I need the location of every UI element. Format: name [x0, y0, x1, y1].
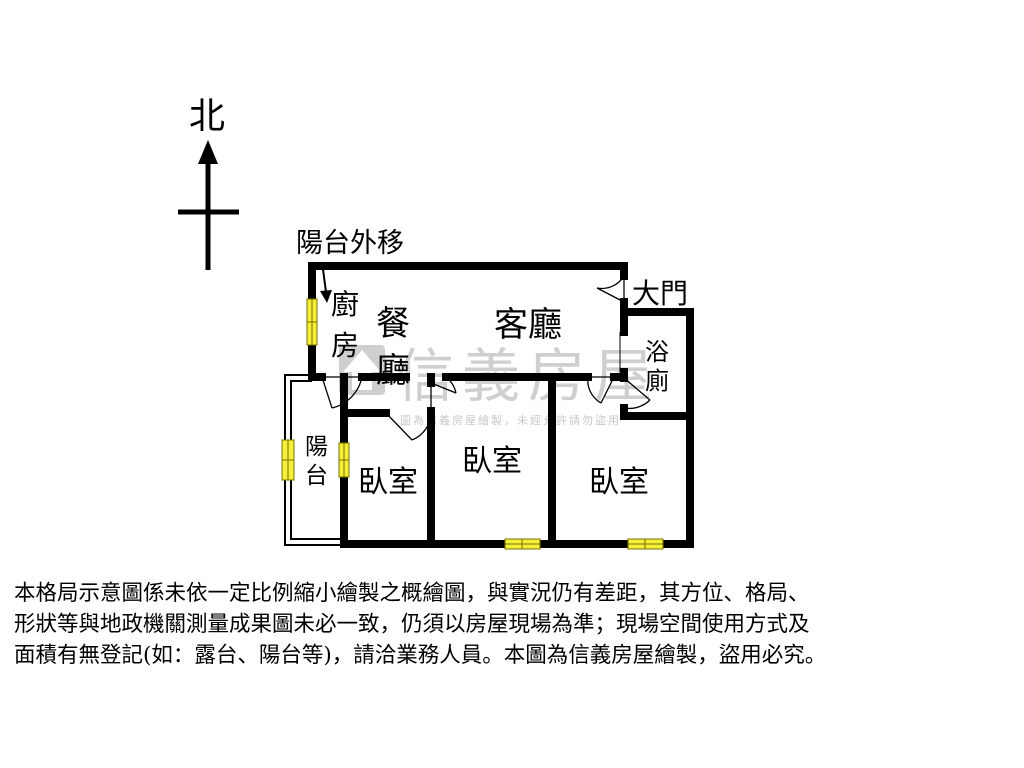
- dining-label-2: 廳: [376, 351, 410, 391]
- window-kitchen-icon: [306, 298, 318, 346]
- doors: [321, 275, 651, 441]
- window-bedroom3-south-icon: [627, 538, 664, 550]
- bathroom-label-1: 浴: [645, 338, 669, 366]
- kitchen-label-2: 房: [331, 329, 359, 362]
- room-labels: 大門 廚 房 餐 廳 客廳 浴 廁 陽 台 臥室 臥室 臥室: [305, 277, 688, 500]
- balcony-moved-label: 陽台外移: [296, 228, 404, 259]
- window-balcony-icon: [281, 439, 295, 481]
- north-label: 北: [189, 96, 225, 137]
- balcony-label-2: 台: [305, 463, 328, 489]
- door-bedroom3-icon: [587, 376, 615, 404]
- disclaimer-line-2: 形狀等與地政機關測量成果圖未必一致，仍須以房屋現場為準；現場空間使用方式及: [14, 612, 810, 637]
- window-bedroom1-west-icon: [338, 442, 350, 478]
- watermark-small-text: 圖為信義房屋繪製，未經允許請勿盜用: [400, 413, 621, 427]
- bedroom-1-label: 臥室: [358, 465, 418, 500]
- disclaimer: 本格局示意圖係未依一定比例縮小繪製之概繪圖，與實況仍有差距，其方位、格局、 形狀…: [14, 578, 1014, 671]
- door-main-icon: [596, 275, 625, 303]
- windows: [281, 298, 664, 550]
- bedroom-3-label: 臥室: [589, 465, 649, 500]
- north-compass: 北: [178, 96, 239, 270]
- door-balcony-icon: [321, 376, 363, 409]
- balcony-label-1: 陽: [305, 434, 328, 460]
- bathroom-label-2: 廁: [645, 367, 669, 395]
- north-arrow-icon: [198, 140, 218, 164]
- dining-label-1: 餐: [376, 304, 410, 344]
- door-bedroom2-icon: [430, 376, 457, 411]
- disclaimer-line-3: 面積有無登記(如：露台、陽台等)，請洽業務人員。本圖為信義房屋繪製，盜用必究。: [14, 643, 827, 668]
- disclaimer-line-1: 本格局示意圖係未依一定比例縮小繪製之概繪圖，與實況仍有差距，其方位、格局、: [14, 581, 810, 606]
- door-bedroom1-icon: [385, 410, 432, 441]
- main-door-label: 大門: [632, 277, 688, 310]
- walls: [308, 262, 694, 548]
- kitchen-label-1: 廚: [331, 288, 359, 321]
- living-room-label: 客廳: [494, 305, 562, 345]
- bedroom-2-label: 臥室: [462, 444, 522, 479]
- window-bedroom2-south-icon: [504, 538, 541, 550]
- door-bath-icon: [623, 377, 651, 410]
